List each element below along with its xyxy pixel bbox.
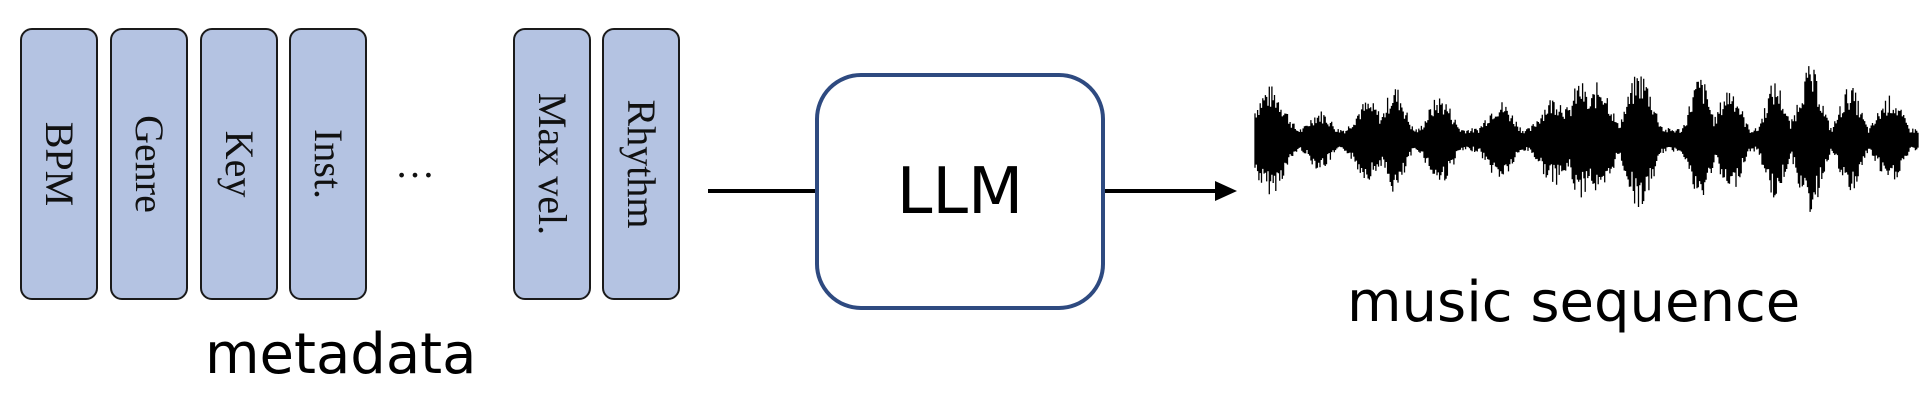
waveform-trace	[1254, 66, 1919, 212]
metadata-ellipsis: …	[395, 141, 441, 186]
music-sequence-caption: music sequence	[1347, 270, 1801, 335]
output-arrowhead	[1215, 181, 1237, 201]
llm-label: LLM	[896, 154, 1024, 229]
metadata-card-max-vel: Max vel.	[513, 28, 591, 300]
metadata-card-inst: Inst.	[289, 28, 367, 300]
metadata-card-genre: Genre	[110, 28, 188, 300]
metadata-caption: metadata	[205, 322, 477, 387]
llm-box: LLM	[815, 73, 1105, 310]
metadata-card-rhythm: Rhythm	[602, 28, 680, 300]
metadata-card-key: Key	[200, 28, 278, 300]
metadata-card-bpm: BPM	[20, 28, 98, 300]
music-waveform	[1254, 66, 1919, 212]
